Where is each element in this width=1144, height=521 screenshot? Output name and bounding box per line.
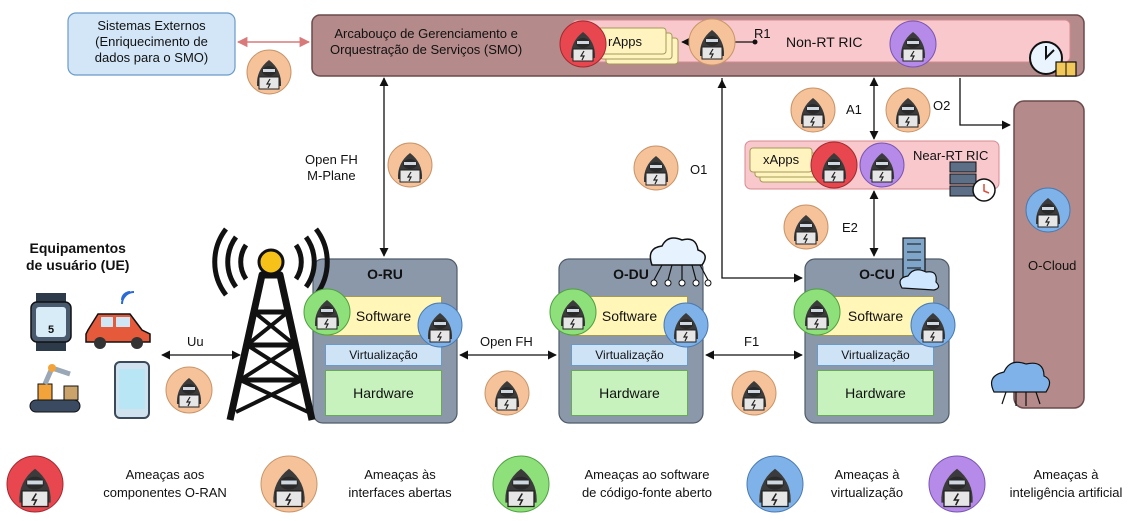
o2-arrow — [959, 78, 1011, 130]
o2-label: O2 — [933, 98, 951, 113]
datacenter-cloud-icon — [899, 237, 940, 291]
oru-software: Software — [325, 296, 442, 336]
o1-arrow — [721, 78, 803, 283]
ocloud-box — [1013, 100, 1085, 409]
xapps-label: xApps — [763, 152, 800, 167]
server-timer-icon — [949, 161, 996, 202]
f1-label: F1 — [744, 334, 760, 349]
cell-tower-icon — [212, 227, 330, 421]
nearrt-ric-label: Near-RT RIC — [913, 148, 989, 163]
oru-title: O-RU — [367, 266, 403, 282]
ocu-hardware: Hardware — [817, 370, 934, 416]
uu-label: Uu — [187, 334, 204, 349]
odu-title: O-DU — [613, 266, 649, 282]
svg-text:5: 5 — [48, 324, 54, 336]
nonrt-ric-label: Non-RT RIC — [786, 34, 863, 50]
smartwatch-icon: 5 — [30, 293, 72, 351]
smartphone-icon — [114, 361, 150, 419]
ocu-software: Software — [817, 296, 934, 336]
openfh-label: Open FH — [480, 334, 533, 349]
odu-virtualization: Virtualização — [571, 344, 688, 366]
ocu-virtualization: Virtualização — [817, 344, 934, 366]
rapps-label: rApps — [608, 34, 642, 49]
ocu-title: O-CU — [859, 266, 895, 282]
external-systems-box — [67, 12, 236, 76]
cloud-network-icon — [649, 237, 712, 287]
ocloud-cloud-icon — [991, 361, 1051, 406]
r1-label: R1 — [754, 26, 771, 41]
robot-arm-icon — [29, 364, 81, 413]
clock-book-icon — [1029, 41, 1077, 77]
odu-hardware: Hardware — [571, 370, 688, 416]
ocloud-label: O-Cloud — [1028, 258, 1077, 273]
car-icon — [85, 291, 151, 349]
oru-virtualization: Virtualização — [325, 344, 442, 366]
a1-label: A1 — [846, 102, 862, 117]
odu-software: Software — [571, 296, 688, 336]
o1-label: O1 — [690, 162, 708, 177]
e2-label: E2 — [842, 220, 858, 235]
oru-hardware: Hardware — [325, 370, 442, 416]
